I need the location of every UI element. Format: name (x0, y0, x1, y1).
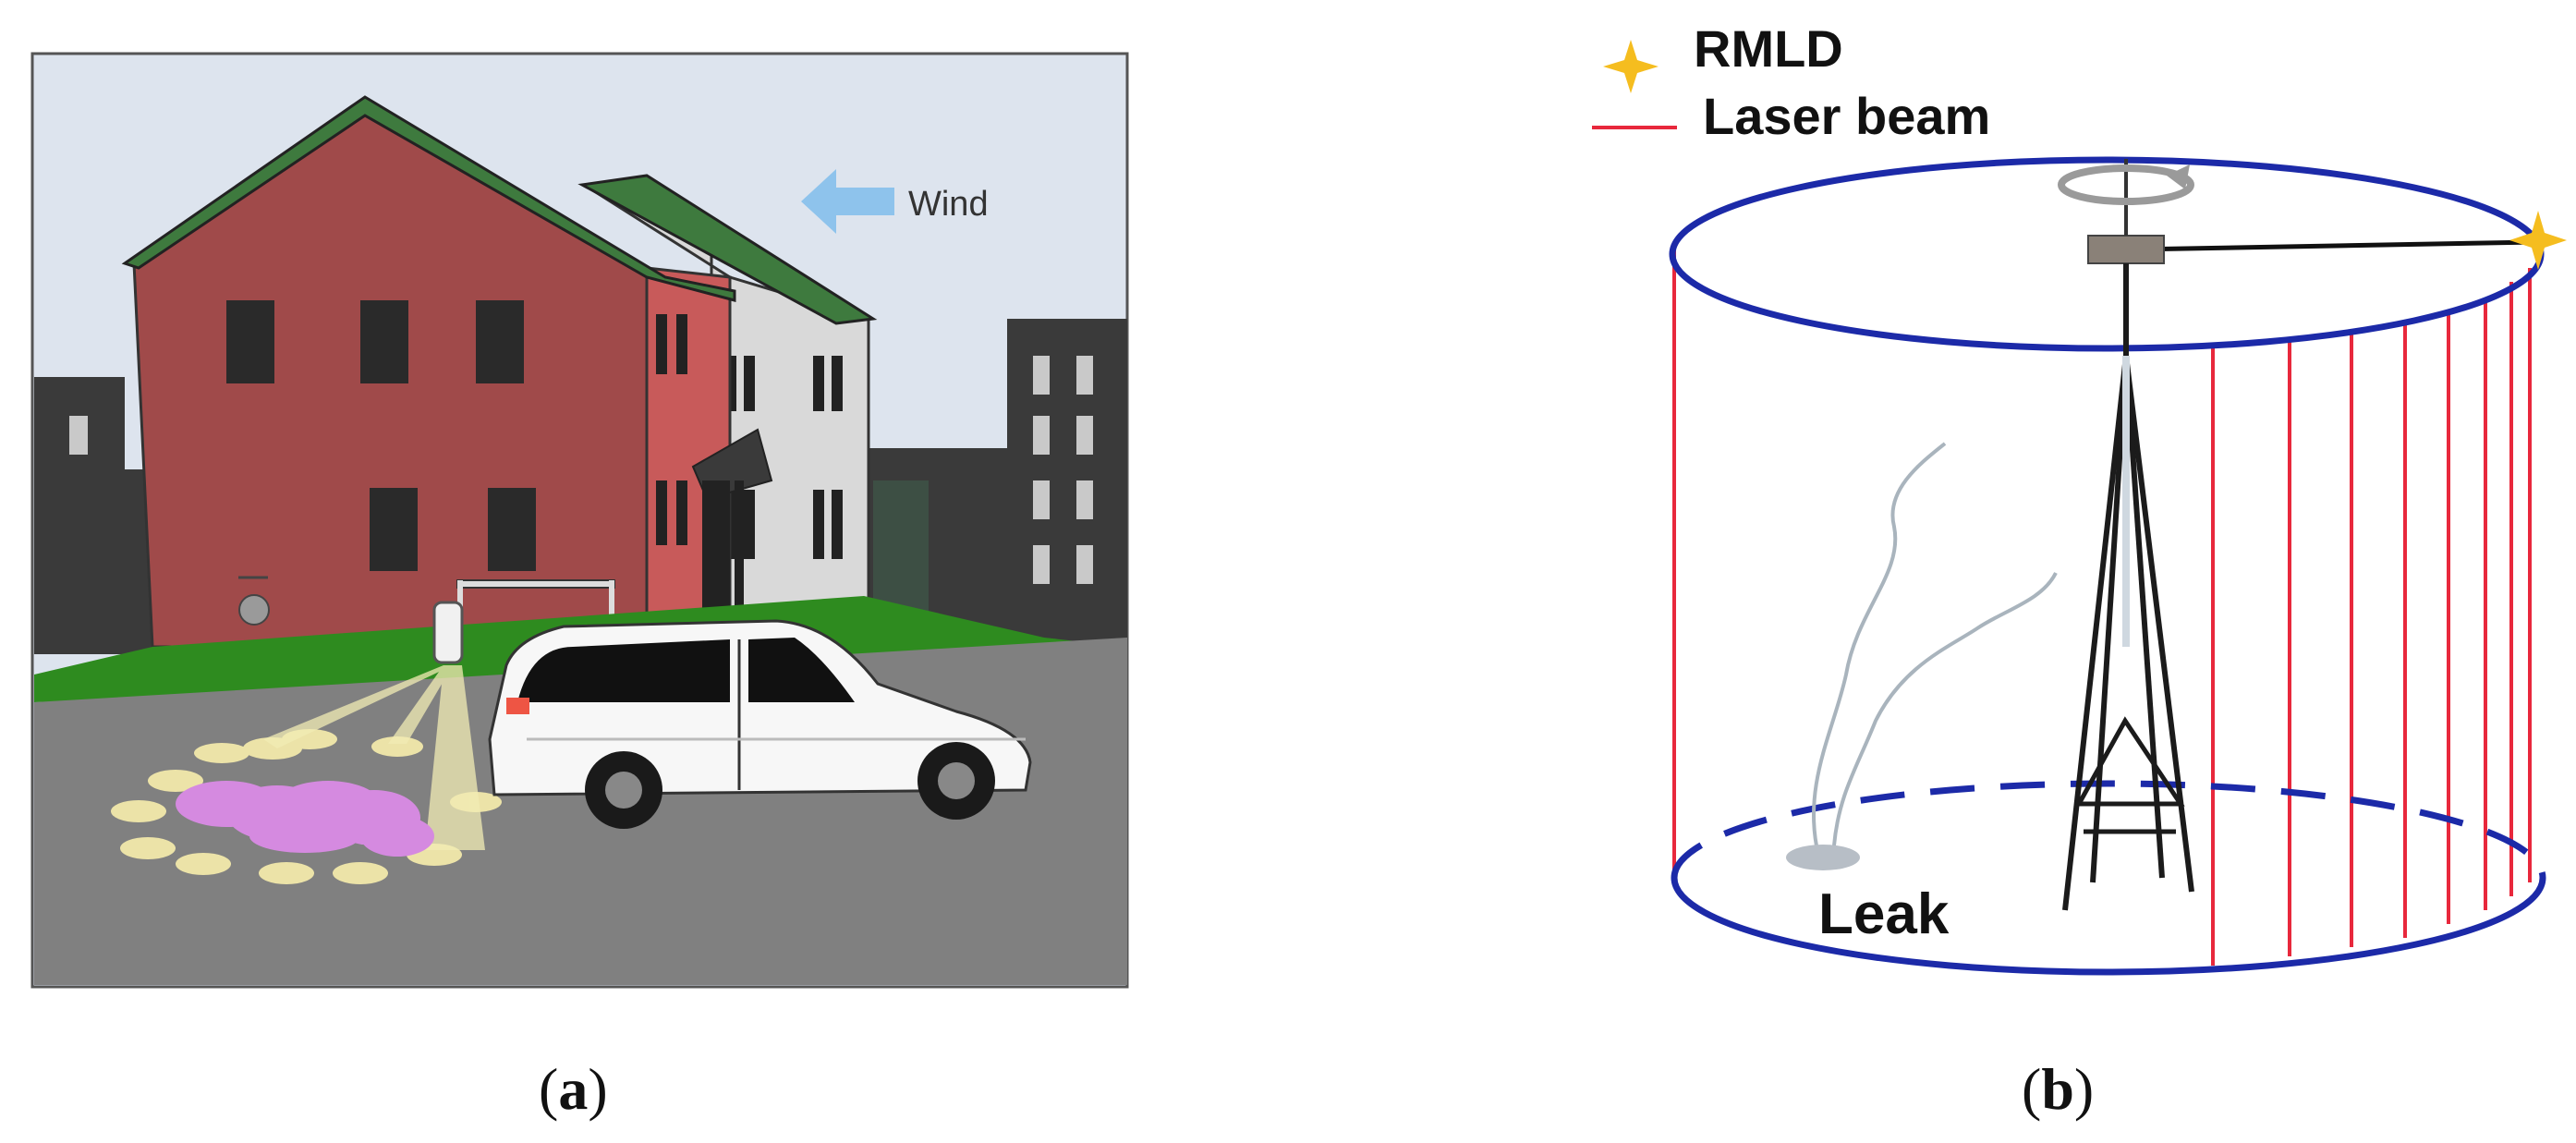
legend-beam-label: Laser beam (1703, 87, 1990, 145)
leak-label: Leak (1818, 882, 1950, 946)
caption-a: (a) (539, 1056, 608, 1122)
rmld-position-star-icon (2509, 211, 2567, 270)
rmld-device (2087, 235, 2165, 264)
leak-puddle (1786, 845, 1860, 870)
rotation-arrow-icon (2058, 164, 2194, 205)
rmld-star-icon (1603, 40, 1659, 93)
house-main (121, 95, 773, 649)
wind-arrow-icon (801, 169, 894, 234)
cylinder-bottom-back-dashed (1671, 780, 2546, 879)
legend-rmld-label: RMLD (1694, 19, 1843, 78)
caption-b: (b) (2022, 1056, 2094, 1122)
tripod-tower (2062, 263, 2194, 911)
panel-b: RMLD Laser beam (1592, 19, 2567, 976)
wind-label: Wind (908, 185, 989, 224)
gas-plume (176, 781, 434, 857)
cylinder-bottom-front (1671, 877, 2546, 976)
panel-a: Wind (30, 52, 1129, 989)
sensor-canister (432, 601, 464, 664)
sensor-beams (263, 665, 485, 850)
rmld-laser-line (2133, 239, 2537, 252)
gas-plume-lines (1811, 442, 2058, 856)
van (488, 619, 1032, 829)
